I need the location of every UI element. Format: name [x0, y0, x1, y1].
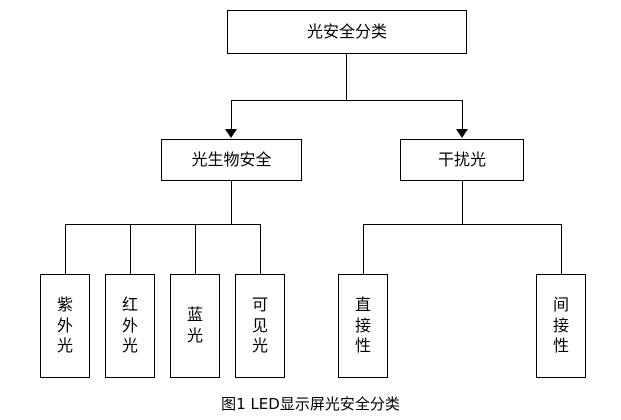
figure-caption: 图1 LED显示屏光安全分类 — [221, 395, 400, 413]
node-root-label: 光安全分类 — [306, 22, 387, 41]
connector-left-drop-3 — [260, 224, 261, 274]
connector-left-drop-2 — [195, 224, 196, 274]
connector-right-drop-0 — [363, 224, 364, 274]
node-leaf-2-label: 蓝光 — [187, 305, 204, 345]
arrow-root-to-left — [225, 129, 237, 138]
arrow-root-to-right — [456, 129, 468, 138]
node-level2-1-label: 干扰光 — [437, 150, 486, 169]
connector-right-drop-1 — [561, 224, 562, 274]
node-leaf-2: 蓝光 — [170, 274, 220, 378]
node-leaf-4: 直接性 — [338, 274, 388, 378]
node-leaf-4-label: 直接性 — [355, 294, 372, 356]
node-leaf-1-label: 红外光 — [122, 294, 139, 356]
connector-left-drop-1 — [130, 224, 131, 274]
node-level2-1: 干扰光 — [400, 139, 524, 181]
connector-root-trunk — [346, 54, 347, 100]
connector-left-bus — [65, 224, 260, 225]
node-leaf-3-label: 可见光 — [252, 294, 269, 356]
node-level2-0-label: 光生物安全 — [191, 150, 272, 169]
node-leaf-5: 间接性 — [536, 274, 586, 378]
node-leaf-0: 紫外光 — [40, 274, 90, 378]
connector-root-to-left — [231, 100, 232, 130]
connector-left-trunk — [231, 181, 232, 224]
connector-left-drop-0 — [65, 224, 66, 274]
node-leaf-3: 可见光 — [235, 274, 285, 378]
node-root: 光安全分类 — [227, 10, 467, 54]
connector-right-bus — [363, 224, 561, 225]
connector-right-trunk — [462, 181, 463, 224]
connector-root-to-right — [462, 100, 463, 130]
node-level2-0: 光生物安全 — [161, 139, 302, 181]
node-leaf-0-label: 紫外光 — [57, 294, 74, 356]
connector-root-split — [231, 100, 462, 101]
node-leaf-5-label: 间接性 — [553, 294, 570, 356]
node-leaf-1: 红外光 — [105, 274, 155, 378]
